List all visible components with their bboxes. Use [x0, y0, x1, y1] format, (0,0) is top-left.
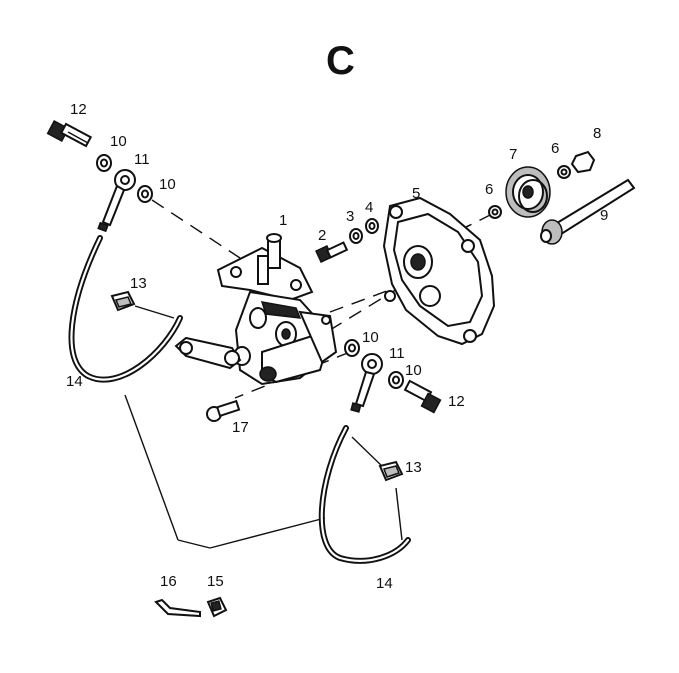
washer-lower — [388, 371, 404, 389]
callout-11-lower: 11 — [389, 345, 405, 362]
callout-13-right: 13 — [405, 459, 422, 476]
callout-12-upper: 12 — [70, 101, 87, 118]
washer-6-left — [488, 205, 502, 219]
oil-pump-body — [174, 233, 338, 386]
callout-7: 7 — [509, 146, 517, 163]
pump-screw-lower — [206, 399, 241, 422]
drive-gear — [505, 166, 551, 218]
callout-10-upper-b: 10 — [159, 176, 176, 193]
assembly-line-banjo-left — [151, 199, 241, 259]
washer-4 — [365, 218, 379, 234]
pump-screw — [315, 241, 349, 263]
washer-upper-b — [137, 185, 153, 203]
callout-6-left: 6 — [485, 181, 493, 198]
leader-clip-13b-lower — [395, 487, 403, 541]
callout-12-lower: 12 — [448, 393, 465, 410]
diagram-title: C — [326, 39, 355, 83]
banjo-fitting-upper — [97, 169, 136, 233]
assembly-line-gear — [424, 213, 493, 249]
leader-clip-13a — [134, 305, 175, 319]
callout-10-middle: 10 — [362, 329, 379, 346]
callout-10-upper-a: 10 — [110, 133, 127, 150]
callout-4: 4 — [365, 199, 373, 216]
washer-6-right — [557, 165, 571, 179]
hose-pin — [154, 598, 201, 618]
leader-hose-join — [177, 539, 211, 549]
callout-15: 15 — [207, 573, 224, 590]
callout-8: 8 — [593, 125, 601, 142]
callout-3: 3 — [346, 208, 354, 225]
leader-hose-left — [124, 394, 179, 541]
leader-clip-13b — [351, 436, 385, 469]
banjo-fitting-lower — [350, 353, 383, 413]
callout-labels: 1 2 3 4 5 6 6 7 8 9 10 10 10 10 11 11 12… — [66, 101, 608, 592]
callout-5: 5 — [412, 185, 420, 202]
callout-6-right: 6 — [551, 140, 559, 157]
oil-hose-right — [318, 425, 411, 564]
callout-16: 16 — [160, 573, 177, 590]
callout-14-right: 14 — [376, 575, 393, 592]
hose-clip-left — [110, 290, 136, 312]
hose-clip-right — [378, 460, 404, 482]
callout-9: 9 — [600, 207, 608, 224]
assembly-line-lower — [234, 351, 351, 399]
gear-nut — [570, 150, 596, 174]
pump-cover-housing — [382, 196, 496, 346]
banjo-bolt-lower — [403, 379, 442, 414]
oil-hose-left — [68, 235, 183, 383]
washer-upper-a — [96, 154, 112, 172]
callout-17: 17 — [232, 419, 249, 436]
banjo-bolt-upper — [46, 120, 93, 148]
callout-10-lower: 10 — [405, 362, 422, 379]
callout-14-left: 14 — [66, 373, 83, 390]
assembly-line-housing-mid — [329, 287, 396, 313]
washer-3 — [349, 228, 363, 244]
callout-2: 2 — [318, 227, 326, 244]
washer-middle — [344, 339, 360, 357]
callout-13-left: 13 — [130, 275, 147, 292]
drive-shaft — [540, 178, 636, 245]
assembly-line-shaft-mid — [329, 274, 421, 331]
leader-hose-right — [209, 517, 326, 549]
square-clip-nut — [206, 596, 228, 618]
callout-11-upper: 11 — [134, 151, 150, 168]
callout-1: 1 — [279, 212, 287, 229]
